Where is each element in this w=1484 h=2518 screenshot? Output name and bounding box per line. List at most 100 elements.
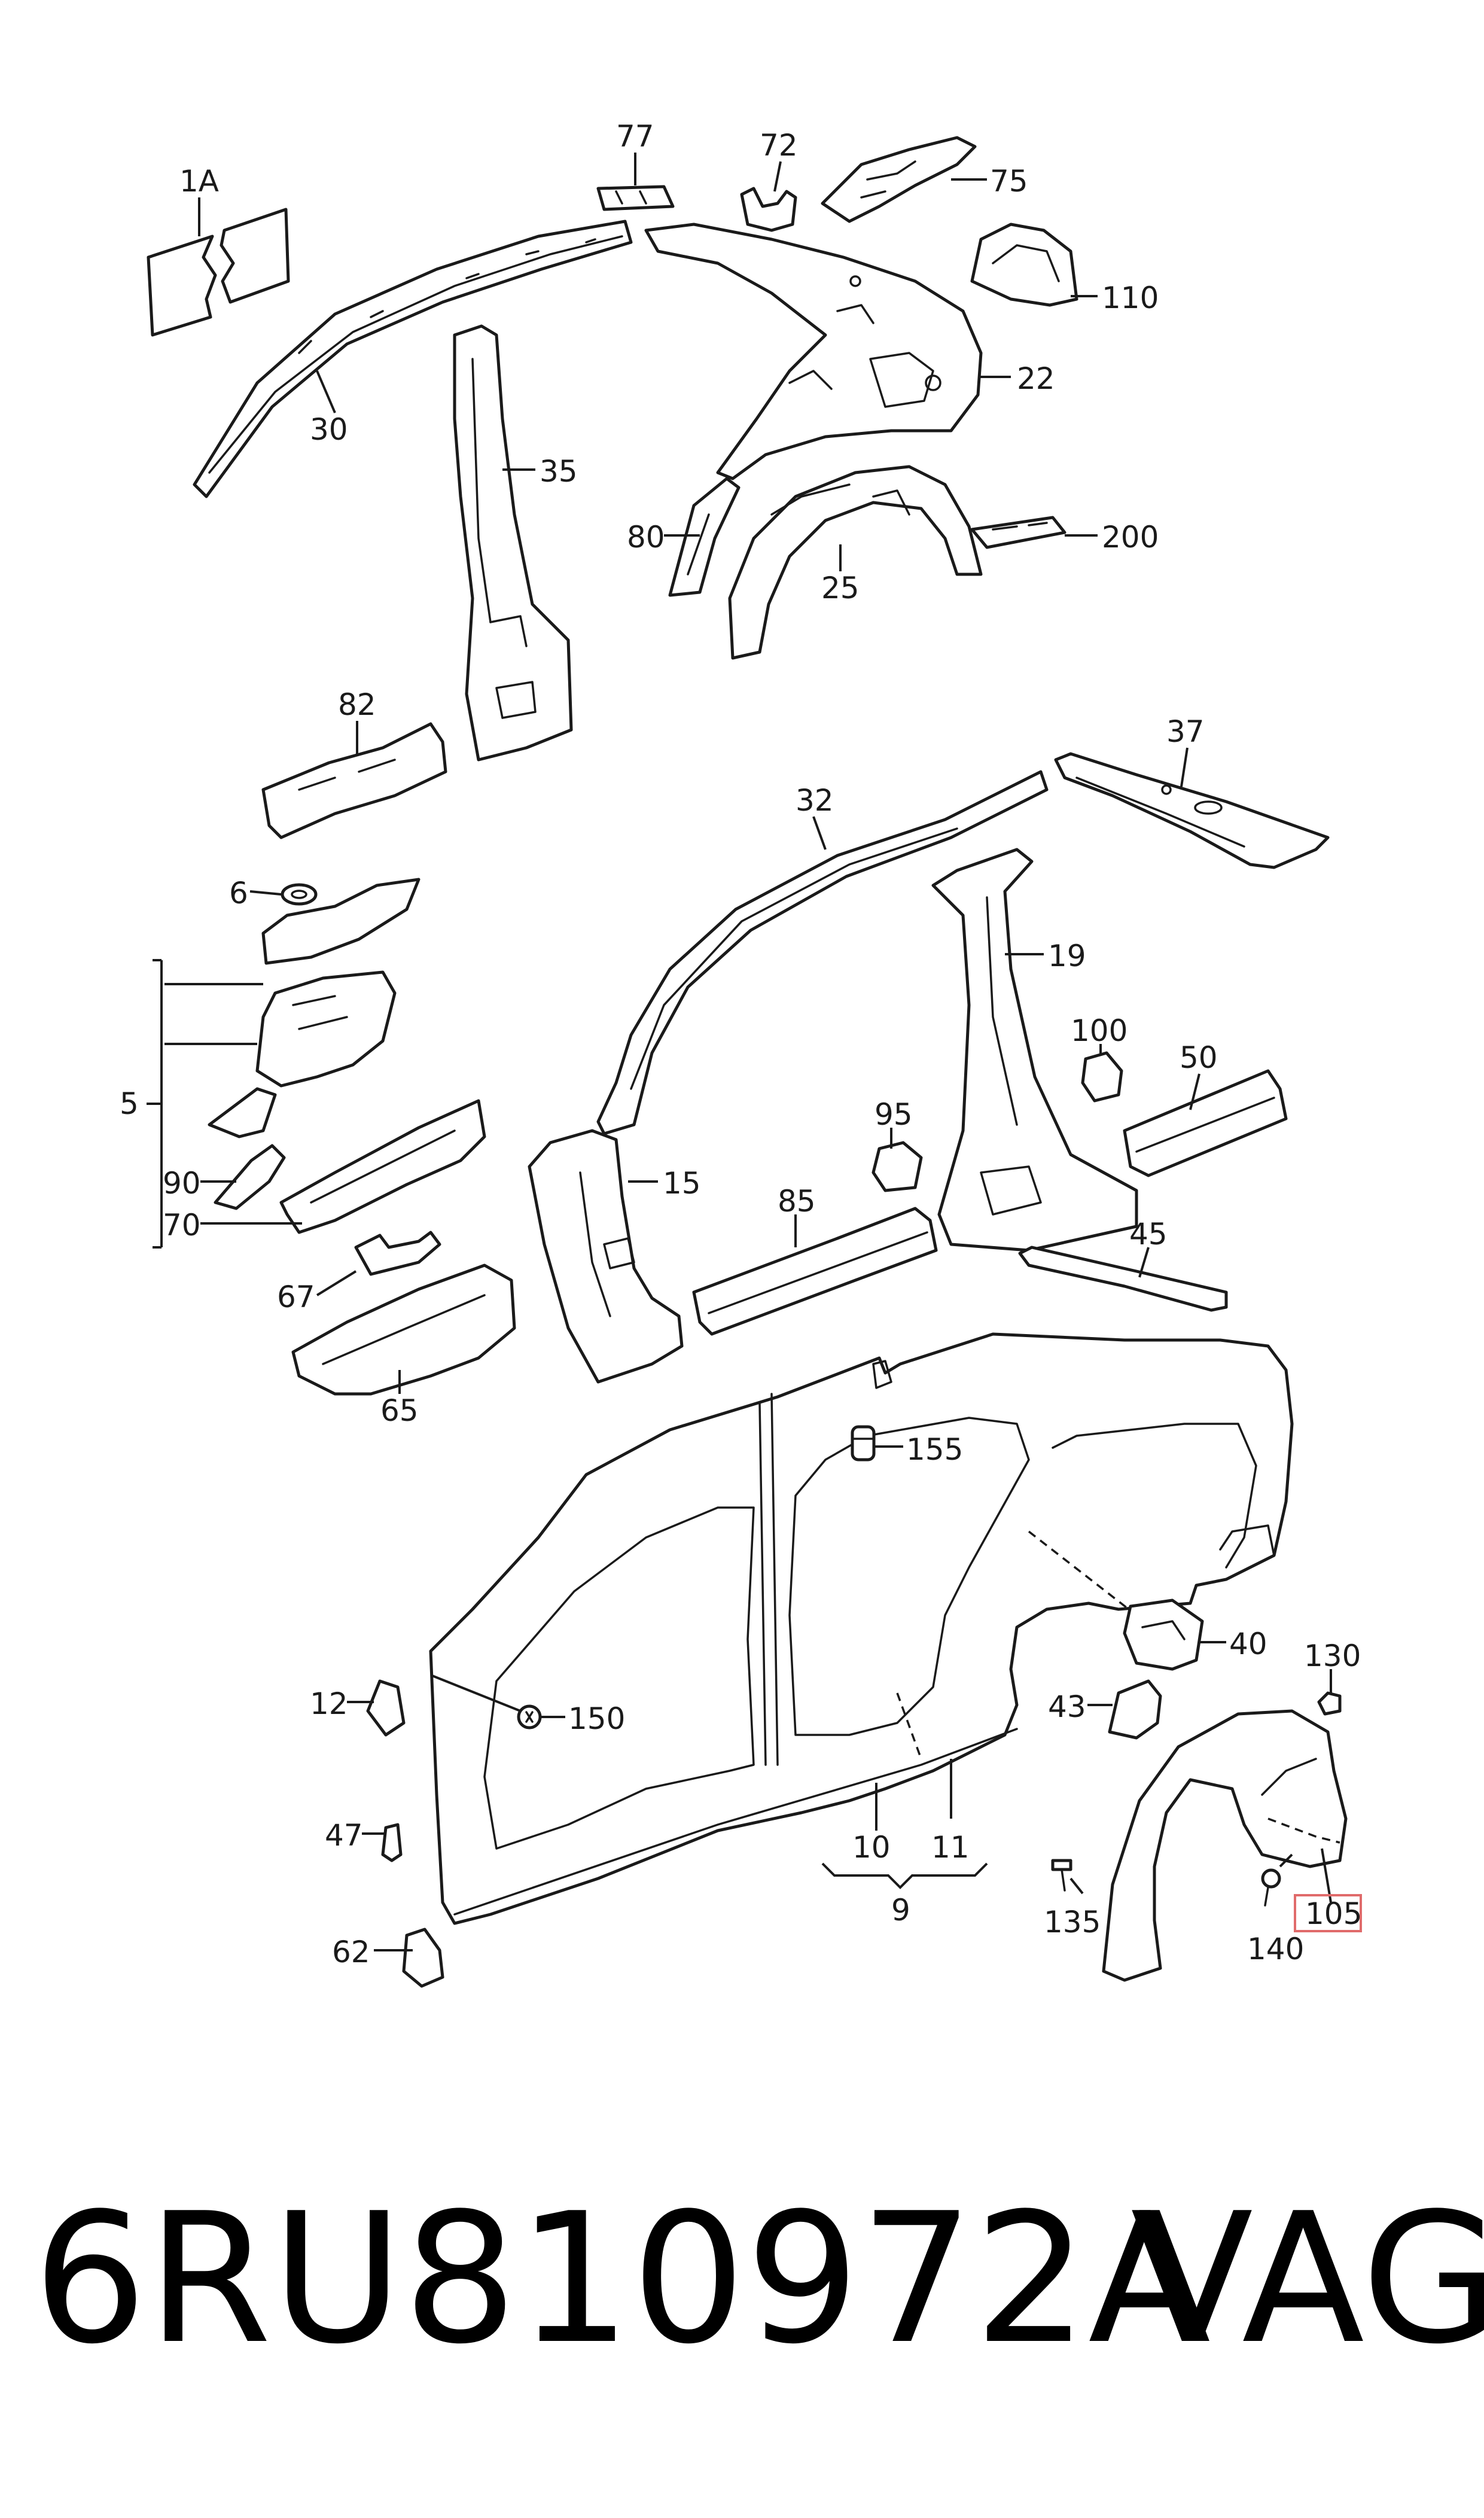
callout-9: 9 xyxy=(891,1893,910,1928)
part-67 xyxy=(354,1231,441,1276)
leader-6 xyxy=(249,890,282,896)
callout-90: 90 xyxy=(163,1166,201,1201)
callout-30: 30 xyxy=(310,412,348,447)
part-12 xyxy=(366,1679,406,1737)
callout-45: 45 xyxy=(1129,1217,1168,1252)
bracket-5 xyxy=(147,959,163,1249)
callout-37: 37 xyxy=(1166,714,1205,749)
leader-140 xyxy=(1279,1853,1293,1868)
brand-name: VAG xyxy=(1130,2175,1484,2383)
part-150-screw xyxy=(517,1704,542,1730)
leader-50 xyxy=(1189,1073,1200,1110)
leader-32 xyxy=(812,816,827,850)
part-62 xyxy=(402,1928,444,1988)
callout-19: 19 xyxy=(1048,939,1086,973)
part-number: 6RU810972A xyxy=(33,2175,1211,2383)
callout-80: 80 xyxy=(627,520,665,555)
callout-5: 5 xyxy=(120,1086,139,1121)
part-95 xyxy=(871,1141,923,1192)
callout-72: 72 xyxy=(760,128,798,163)
leader-150 xyxy=(430,1674,565,1718)
part-90 xyxy=(214,1144,286,1210)
part-35-b-pillar-inner xyxy=(453,324,573,762)
callout-15: 15 xyxy=(663,1166,701,1201)
callout-105: 105 xyxy=(1305,1896,1362,1931)
callout-95: 95 xyxy=(874,1097,913,1132)
part-19-b-pillar xyxy=(931,848,1138,1252)
leader-135 xyxy=(1069,1877,1084,1895)
callout-40: 40 xyxy=(1229,1627,1267,1661)
callout-1A: 1A xyxy=(179,164,219,199)
callout-130: 130 xyxy=(1304,1639,1361,1673)
part-200 xyxy=(970,516,1066,549)
callout-150: 150 xyxy=(568,1701,625,1736)
leader-5 xyxy=(164,983,263,1045)
callout-82: 82 xyxy=(338,687,376,722)
part-6-grommet xyxy=(281,883,318,906)
part-75 xyxy=(821,136,977,223)
part-77 xyxy=(596,185,675,211)
callout-25: 25 xyxy=(821,571,860,605)
callout-10: 10 xyxy=(852,1830,891,1865)
part-82-insulator xyxy=(261,722,447,839)
leader-72 xyxy=(773,161,782,192)
part-40 xyxy=(1123,1599,1204,1671)
part-32-a-pillar-frame xyxy=(596,770,1049,1135)
callout-35: 35 xyxy=(540,454,578,489)
part-110 xyxy=(970,223,1078,307)
part-155-plug xyxy=(851,1425,876,1462)
bracket-9 xyxy=(821,1862,988,1889)
callout-65: 65 xyxy=(380,1393,419,1428)
callout-85: 85 xyxy=(778,1184,816,1219)
callout-105-highlight xyxy=(1294,1894,1362,1932)
part-72 xyxy=(740,187,797,232)
part-9-side-panel xyxy=(429,1332,1294,1925)
callout-43: 43 xyxy=(1048,1689,1086,1724)
callout-140: 140 xyxy=(1247,1932,1304,1966)
part-25-wheelhouse xyxy=(728,465,983,660)
part-22-quarter-inner xyxy=(644,223,983,480)
leader-67 xyxy=(316,1270,357,1296)
part-140-screw xyxy=(1261,1868,1281,1907)
part-43 xyxy=(1108,1679,1162,1740)
callout-32: 32 xyxy=(796,783,834,818)
part-50-sill xyxy=(1123,1069,1288,1177)
leader-30 xyxy=(316,370,336,413)
part-47 xyxy=(381,1823,403,1862)
part-65-longitudinal xyxy=(291,1263,516,1396)
callout-50: 50 xyxy=(1180,1040,1218,1075)
part-37-rear-rail xyxy=(1054,752,1330,869)
callout-100: 100 xyxy=(1071,1013,1128,1048)
callout-155: 155 xyxy=(906,1432,963,1467)
callout-11: 11 xyxy=(931,1830,970,1865)
part-1A-sheet xyxy=(147,208,290,337)
part-80 xyxy=(668,477,741,597)
part-30-roof-rail xyxy=(193,220,633,498)
callout-110: 110 xyxy=(1102,281,1159,315)
callout-135: 135 xyxy=(1044,1905,1101,1940)
callout-200: 200 xyxy=(1102,520,1159,555)
part-70-front-member xyxy=(279,1099,486,1234)
callout-70: 70 xyxy=(163,1208,201,1243)
callout-62: 62 xyxy=(332,1935,370,1969)
part-105-wheel-arch-liner xyxy=(1102,1709,1348,1982)
part-85-sill xyxy=(692,1207,938,1336)
callout-77: 77 xyxy=(616,119,654,154)
part-130-clip xyxy=(1317,1691,1342,1716)
callout-75: 75 xyxy=(990,164,1028,199)
part-45 xyxy=(1018,1246,1228,1312)
callout-67: 67 xyxy=(277,1280,315,1314)
leader-10-11 xyxy=(875,1759,952,1831)
part-5-front-assembly xyxy=(208,878,420,1138)
leader-37 xyxy=(1180,747,1189,787)
part-100 xyxy=(1081,1051,1123,1103)
leader-45 xyxy=(1138,1247,1150,1278)
callout-6: 6 xyxy=(229,876,248,911)
leader-105 xyxy=(1321,1848,1332,1903)
part-135-screw xyxy=(1051,1859,1072,1892)
callout-22: 22 xyxy=(1017,361,1055,396)
callout-47: 47 xyxy=(325,1818,363,1853)
part-15-a-pillar-lower xyxy=(528,1129,684,1384)
callout-12: 12 xyxy=(310,1686,348,1721)
